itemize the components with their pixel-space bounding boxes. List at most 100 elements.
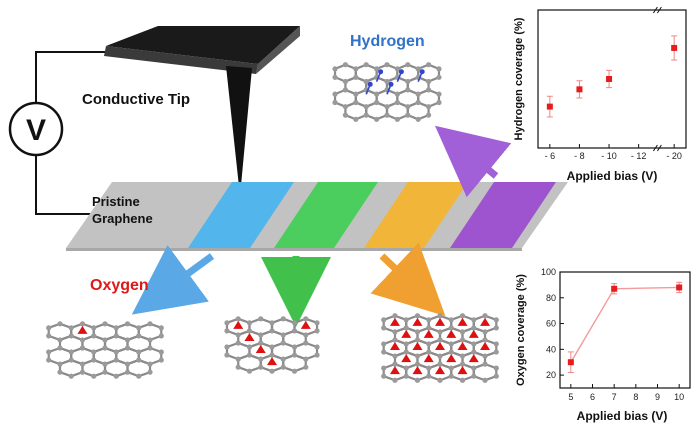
carbon-atom	[374, 116, 380, 122]
carbon-atom	[68, 357, 74, 363]
carbon-atom	[459, 313, 466, 319]
carbon-atom	[353, 91, 359, 97]
carbon-atom	[425, 112, 432, 118]
carbon-atom	[392, 329, 398, 335]
data-point	[676, 284, 683, 291]
carbon-atom	[353, 116, 359, 122]
carbon-atom	[303, 340, 309, 346]
carbon-atom	[403, 373, 409, 379]
carbon-atom	[136, 349, 142, 355]
carbon-atom	[303, 316, 309, 322]
carbon-atom	[437, 337, 443, 343]
oxygen-atom	[255, 345, 266, 354]
carbon-atom	[124, 321, 131, 327]
carbon-atom	[425, 62, 432, 68]
carbon-atom	[314, 320, 320, 326]
carbon-atom	[392, 337, 398, 343]
carbon-atom	[471, 317, 477, 323]
hydrogen-atom	[388, 81, 394, 87]
carbon-atom	[405, 87, 411, 93]
carbon-atom	[158, 325, 164, 331]
carbon-atom	[448, 325, 454, 331]
carbon-atom	[68, 373, 74, 379]
conductive-tip	[104, 26, 300, 196]
carbon-atom	[482, 361, 488, 367]
carbon-atom	[414, 353, 421, 359]
carbon-atom	[415, 66, 421, 72]
carbon-atom	[147, 337, 153, 343]
carbon-atom	[303, 356, 309, 362]
carbon-atom	[102, 345, 108, 351]
carbon-atom	[392, 377, 398, 383]
carbon-atom	[79, 361, 86, 367]
y-tick-label: 60	[546, 319, 556, 329]
strip-edge	[66, 248, 522, 251]
carbon-atom	[405, 112, 411, 118]
arrow-blue	[131, 245, 215, 315]
carbon-atom	[147, 345, 153, 351]
carbon-atom	[342, 112, 349, 118]
carbon-atom	[381, 349, 387, 355]
carbon-atom	[269, 328, 275, 334]
carbon-atom	[113, 325, 119, 331]
carbon-atom	[124, 369, 131, 375]
carbon-atom	[448, 349, 454, 355]
carbon-atom	[79, 345, 86, 351]
hydrogen-atom	[378, 69, 384, 75]
carbon-atom	[269, 352, 275, 358]
carbon-atom	[381, 341, 387, 347]
carbon-atom	[426, 325, 432, 331]
carbon-atom	[414, 377, 421, 383]
oxygen-atom	[435, 342, 445, 350]
y-tick-label: 40	[546, 344, 556, 354]
carbon-atom	[482, 353, 488, 359]
hydrogen-ylabel: Hydrogen coverage (%)	[513, 17, 525, 140]
tip-cone	[226, 66, 252, 196]
y-tick-label: 80	[546, 293, 556, 303]
oxygen-atom	[300, 320, 311, 329]
carbon-atom	[314, 344, 320, 350]
carbon-atom	[342, 78, 349, 85]
carbon-atom	[57, 361, 63, 367]
carbon-atom	[113, 333, 119, 339]
carbon-atom	[471, 349, 477, 355]
carbon-atom	[459, 337, 466, 343]
voltmeter: V	[8, 101, 64, 157]
carbon-atom	[436, 99, 442, 106]
y-tick-label: 100	[541, 267, 556, 277]
data-point	[546, 103, 553, 110]
carbon-atom	[46, 357, 52, 363]
oxygen-label: Oxygen	[90, 277, 149, 294]
carbon-atom	[46, 333, 52, 339]
data-point	[611, 285, 618, 292]
axis-break	[656, 6, 662, 14]
carbon-atom	[246, 320, 253, 326]
carbon-atom	[332, 91, 338, 97]
data-point	[567, 359, 574, 366]
carbon-atom	[79, 337, 86, 343]
carbon-atom	[280, 364, 286, 370]
carbon-atom	[392, 353, 398, 359]
carbon-atom	[426, 349, 432, 355]
oxygen-atom	[267, 357, 277, 366]
carbon-atom	[224, 344, 230, 350]
carbon-atom	[91, 325, 97, 331]
carbon-atom	[258, 356, 264, 362]
hydrogen-atom	[367, 81, 373, 87]
oxygen-atom	[457, 317, 468, 326]
x-tick-label: 10	[674, 392, 684, 402]
carbon-atom	[436, 74, 442, 80]
carbon-atom	[482, 313, 488, 319]
carbon-atom	[269, 344, 275, 350]
x-tick-label: 8	[633, 392, 638, 402]
carbon-atom	[448, 341, 454, 347]
carbon-atom	[414, 337, 421, 343]
carbon-atom	[384, 78, 390, 85]
process-arrows	[131, 125, 512, 327]
carbon-atom	[384, 62, 390, 68]
carbon-atom	[342, 104, 349, 110]
oxygen-molecule-mid	[224, 316, 320, 374]
carbon-atom	[403, 365, 409, 371]
carbon-atom	[471, 325, 477, 331]
oxygen-atom	[423, 329, 434, 338]
